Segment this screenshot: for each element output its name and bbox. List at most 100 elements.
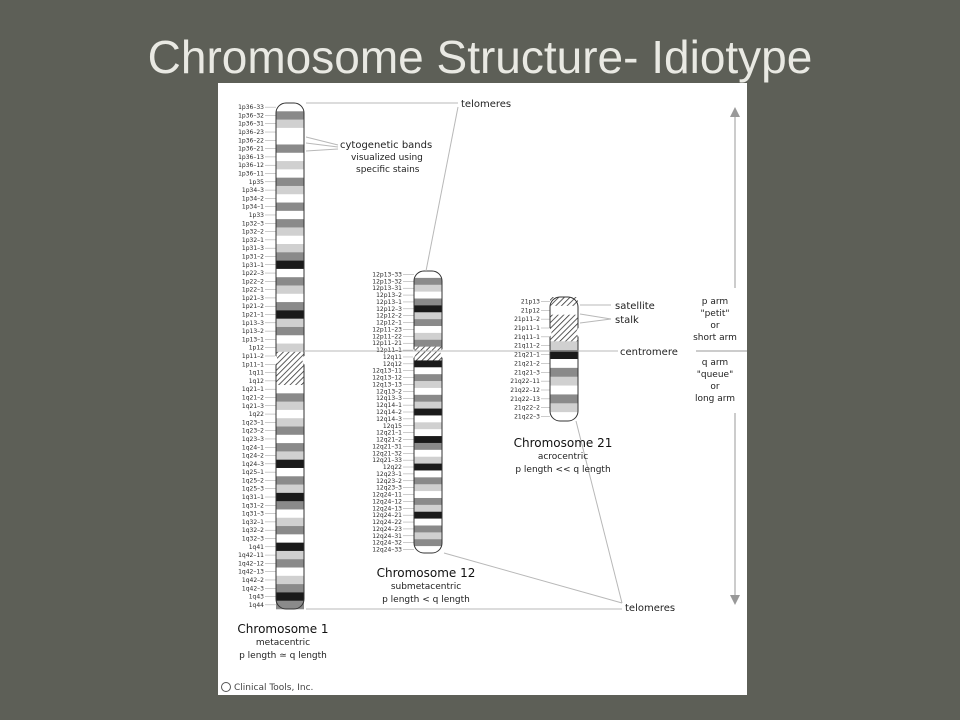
band-1p32-3	[276, 219, 304, 228]
band-label: 1q23–1	[242, 419, 264, 426]
band-12p11-23	[414, 326, 442, 334]
band-label: 12p13–32	[372, 278, 402, 285]
band-1q21-2	[276, 393, 304, 402]
band-1q24-3	[276, 459, 304, 469]
band-12q21-2	[414, 436, 442, 444]
band-1p36-32	[276, 111, 304, 120]
band-leader-3	[305, 148, 339, 152]
band-label: 12q14–3	[376, 416, 402, 423]
telomere-top-line-chr12	[425, 106, 459, 272]
band-leader-2	[305, 142, 339, 148]
band-label: 12q24–33	[372, 547, 402, 554]
band-1q25-3	[276, 484, 304, 494]
centromere-label: centromere	[620, 347, 678, 358]
chr1-name: Chromosome 1	[237, 622, 328, 636]
band-label: 1q42–11	[238, 552, 264, 559]
band-label: 1q22	[249, 411, 264, 418]
band-12p11-1	[414, 346, 442, 354]
band-label: 1q32–3	[242, 535, 264, 542]
band-1q42-11	[276, 550, 304, 560]
band-label: 21q11–2	[514, 343, 540, 350]
band-label: 12q24–12	[372, 498, 402, 505]
band-label: 21q22–3	[514, 414, 540, 421]
band-label: 21q22–2	[514, 405, 540, 412]
band-12q23-1	[414, 470, 442, 478]
band-1p21-3	[276, 293, 304, 303]
band-label: 1p21–1	[242, 312, 264, 319]
band-1q42-12	[276, 559, 304, 568]
chr1-centromere-notch-left	[275, 355, 278, 366]
band-12q23-3	[414, 484, 442, 492]
stalk-line-2	[579, 318, 612, 324]
q-arm-or: or	[710, 382, 720, 392]
band-1q23-1	[276, 418, 304, 427]
bands-label-1: cytogenetic bands	[340, 140, 432, 151]
band-label: 1p36–22	[238, 137, 264, 144]
band-12q12	[414, 360, 442, 368]
chr21-name: Chromosome 21	[514, 436, 613, 450]
chr21-centromere-notch-right	[576, 327, 579, 338]
band-1q42-2	[276, 575, 304, 585]
band-21q22-11	[550, 376, 578, 386]
band-label: 1p13–3	[242, 320, 264, 327]
band-12q13-3	[414, 394, 442, 402]
band-label: 1q42–3	[242, 585, 264, 592]
bands-label-2: visualized using	[351, 153, 423, 163]
band-12q24-31	[414, 532, 442, 540]
band-1p11-2	[276, 351, 304, 361]
band-label: 12p12–2	[376, 313, 402, 320]
band-1p31-2	[276, 252, 304, 261]
band-12q14-1	[414, 401, 442, 409]
band-1q21-1	[276, 385, 304, 394]
chr12-name: Chromosome 12	[377, 566, 476, 580]
band-1q41	[276, 542, 304, 552]
band-label: 12q23–3	[376, 485, 402, 492]
band-12p12-3	[414, 305, 442, 313]
band-label: 1q31–1	[242, 494, 264, 501]
band-label: 1p34–3	[242, 187, 264, 194]
chr21-outline	[549, 296, 579, 422]
band-1p34-3	[276, 185, 304, 195]
band-1p21-1	[276, 310, 304, 319]
band-1p34-1	[276, 202, 304, 212]
band-label: 1p36–31	[238, 121, 264, 128]
band-label: 1p22–3	[242, 270, 264, 277]
band-label: 1q25–3	[242, 486, 264, 493]
band-1p35	[276, 177, 304, 187]
band-1p13-1	[276, 335, 304, 344]
band-21p12	[550, 305, 578, 316]
band-1p36-22	[276, 136, 304, 145]
band-label: 1p12	[249, 345, 264, 352]
band-label: 1q24–3	[242, 461, 264, 468]
band-1q32-1	[276, 517, 304, 527]
band-label: 1p31–3	[242, 245, 264, 252]
band-12p13-33	[414, 271, 442, 279]
q-arm-queue: "queue"	[697, 370, 733, 380]
band-12p13-31	[414, 284, 442, 292]
band-label: 12q24–11	[372, 492, 402, 499]
chr1-type: metacentric	[256, 638, 310, 648]
band-1p32-1	[276, 235, 304, 245]
band-label: 12q21–2	[376, 437, 402, 444]
band-label: 12q14–1	[376, 402, 402, 409]
band-label: 12p11–22	[372, 333, 402, 340]
band-label: 21q22–13	[510, 396, 540, 403]
band-12q21-32	[414, 449, 442, 458]
telomere-bottom-line-chr21	[575, 420, 623, 604]
p-arm-petit: "petit"	[700, 309, 729, 319]
p-arm-or: or	[710, 321, 720, 331]
band-12p12-1	[414, 319, 442, 327]
arm-arrow-head-down	[730, 595, 740, 605]
band-label: 12q24–23	[372, 526, 402, 533]
band-12q22	[414, 463, 442, 471]
band-12p13-1	[414, 298, 442, 306]
band-label: 1p36–32	[238, 112, 264, 119]
band-label: 1q23–2	[242, 428, 264, 435]
copyright-label: Clinical Tools, Inc.	[234, 683, 313, 693]
band-label: 1p21–2	[242, 303, 264, 310]
band-label: 1p31–2	[242, 253, 264, 260]
band-12q24-11	[414, 491, 442, 499]
band-12p13-32	[414, 277, 442, 286]
band-1q23-3	[276, 434, 304, 444]
band-label: 12q12	[383, 361, 402, 368]
